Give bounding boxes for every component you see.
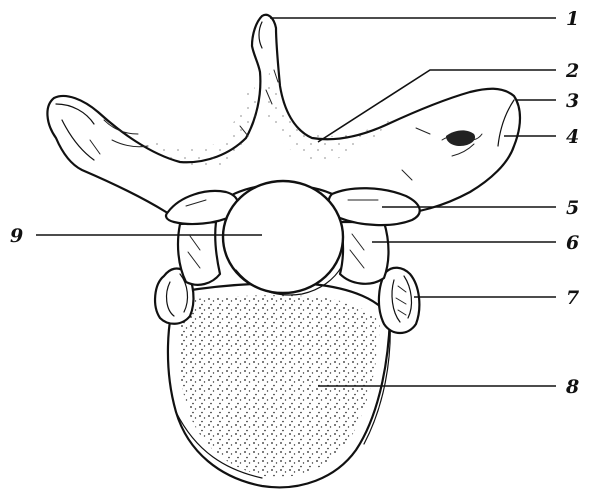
label-6: 6 xyxy=(566,232,579,254)
vertebral-foramen xyxy=(223,181,343,295)
label-8: 8 xyxy=(565,376,579,398)
label-5: 5 xyxy=(566,197,579,219)
label-2: 2 xyxy=(565,60,579,82)
label-7: 7 xyxy=(566,287,579,309)
label-3: 3 xyxy=(566,90,579,112)
label-1: 1 xyxy=(566,8,579,30)
label-9: 9 xyxy=(10,225,23,247)
label-4: 4 xyxy=(566,126,579,148)
